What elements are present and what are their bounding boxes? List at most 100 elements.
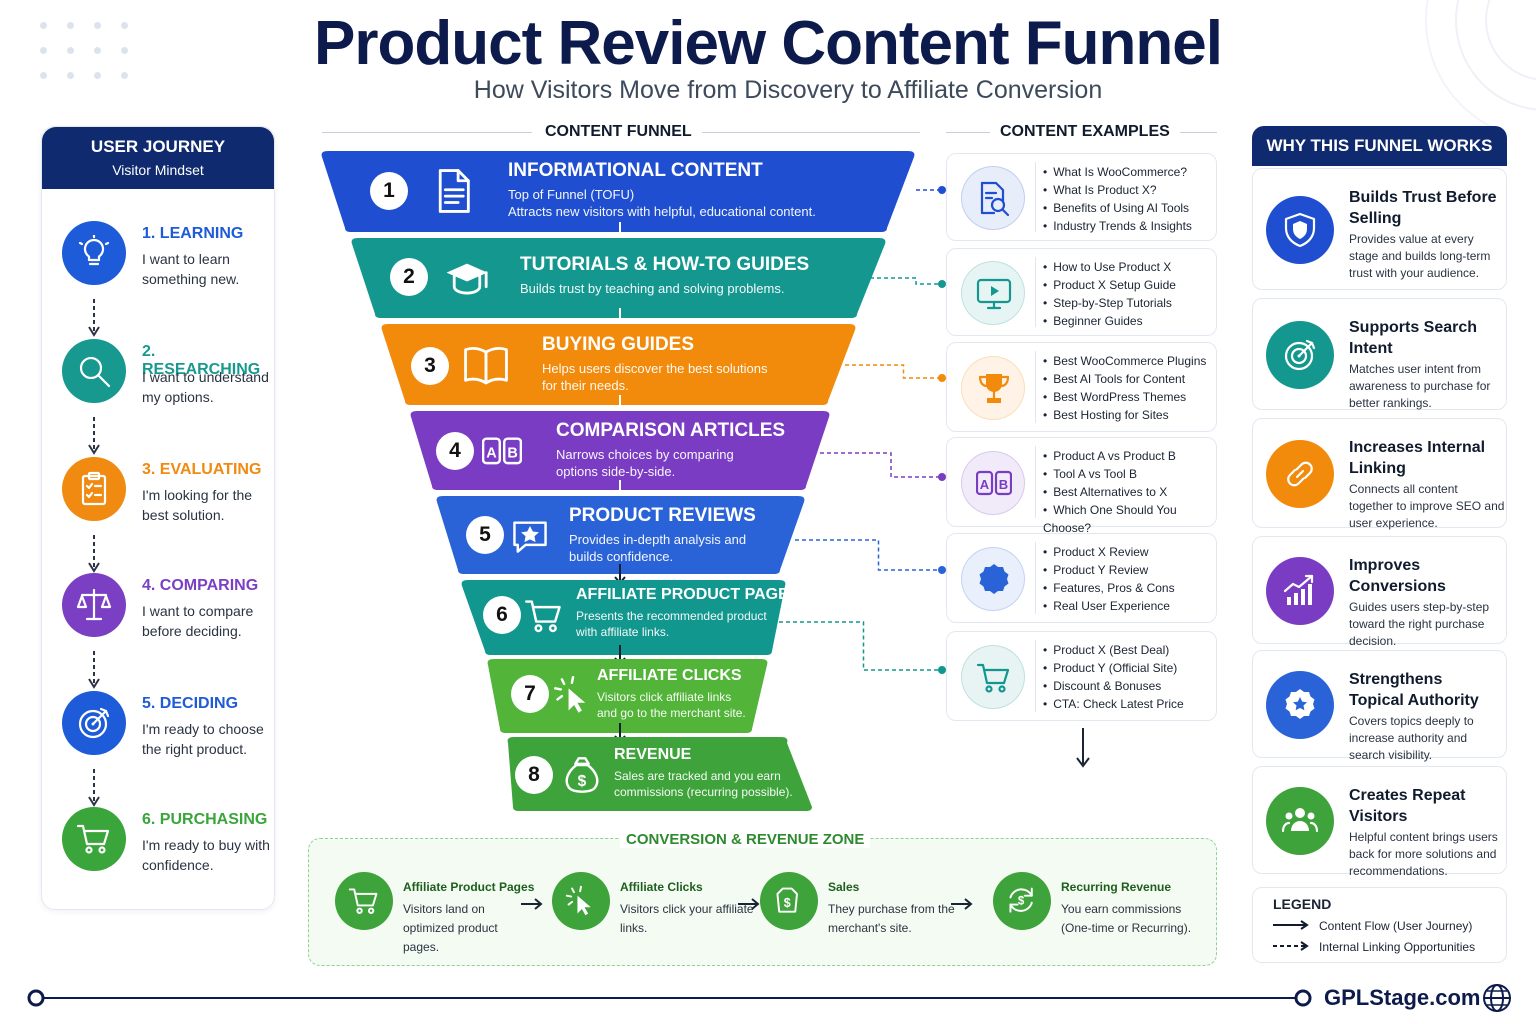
svg-text:A: A bbox=[980, 477, 990, 492]
content-example-item: Industry Trends & Insights bbox=[1043, 217, 1192, 235]
card-separator bbox=[1035, 257, 1036, 327]
chart-growth-icon bbox=[1266, 557, 1334, 625]
funnel-stage-desc-line: Sales are tracked and you earn bbox=[614, 769, 781, 783]
journey-step-text: I'm ready to buy with confidence. bbox=[142, 837, 270, 873]
card-separator bbox=[1035, 542, 1036, 614]
internal-link-connector bbox=[845, 364, 942, 379]
card-separator bbox=[1035, 351, 1036, 423]
decorative-dot bbox=[40, 22, 47, 29]
content-example-card: Product X ReviewProduct Y ReviewFeatures… bbox=[946, 533, 1217, 623]
card-separator bbox=[1035, 446, 1036, 518]
dollar-tag-icon: $ bbox=[760, 872, 818, 930]
content-example-item: Discount & Bonuses bbox=[1043, 677, 1184, 695]
funnel-stage-desc-line: Top of Funnel (TOFU) bbox=[508, 187, 635, 202]
content-example-item: CTA: Check Latest Price bbox=[1043, 695, 1184, 713]
content-example-list: Product A vs Product BTool A vs Tool BBe… bbox=[1043, 447, 1216, 537]
card-separator bbox=[1035, 640, 1036, 712]
funnel-stage-title: PRODUCT REVIEWS bbox=[569, 505, 756, 526]
decorative-dot bbox=[121, 47, 128, 54]
legend-dashed-label: Internal Linking Opportunities bbox=[1319, 940, 1476, 954]
funnel-stage-desc-line: options side-by-side. bbox=[556, 464, 676, 479]
conversion-step-title: Affiliate Product Pages bbox=[403, 880, 535, 894]
funnel-stage-desc-line: Presents the recommended product bbox=[576, 609, 767, 623]
document-icon bbox=[430, 168, 476, 219]
why-card-title: Supports Search Intent bbox=[1349, 319, 1478, 357]
connector-dot bbox=[938, 666, 946, 674]
content-example-card: How to Use Product XProduct X Setup Guid… bbox=[946, 248, 1217, 336]
down-arrow-icon bbox=[86, 765, 102, 814]
down-arrow-icon bbox=[86, 295, 102, 344]
svg-text:B: B bbox=[999, 477, 1008, 492]
journey-step-text: I want to compare before deciding. bbox=[142, 603, 254, 639]
content-example-item: Features, Pros & Cons bbox=[1043, 579, 1174, 597]
conversion-step-title: Sales bbox=[828, 880, 860, 894]
content-example-item: Best WordPress Themes bbox=[1043, 388, 1206, 406]
decorative-dot bbox=[94, 72, 101, 79]
content-example-item: Beginner Guides bbox=[1043, 312, 1176, 330]
internal-link-connector bbox=[820, 452, 942, 478]
content-example-item: Best Alternatives to X bbox=[1043, 483, 1216, 501]
why-card-text: Helpful content brings users back for mo… bbox=[1349, 830, 1498, 878]
star-review-icon bbox=[510, 516, 550, 561]
decorative-arcs bbox=[1425, 0, 1536, 130]
journey-step-label: 3. EVALUATING bbox=[142, 461, 262, 478]
funnel-stage-desc-line: with affiliate links. bbox=[576, 625, 670, 639]
search-document-icon bbox=[961, 166, 1025, 230]
down-arrow-icon bbox=[86, 531, 102, 580]
cursor-click-icon bbox=[553, 675, 593, 720]
funnel-flow-arrow bbox=[614, 645, 626, 666]
user-journey-header: USER JOURNEY Visitor Mindset bbox=[42, 127, 274, 189]
decorative-dot bbox=[67, 22, 74, 29]
users-icon bbox=[1266, 787, 1334, 855]
funnel-stage-title: COMPARISON ARTICLES bbox=[556, 420, 786, 441]
svg-text:$: $ bbox=[578, 773, 587, 790]
svg-text:$: $ bbox=[784, 896, 791, 910]
page-subtitle: How Visitors Move from Discovery to Affi… bbox=[473, 76, 1103, 104]
internal-link-connector bbox=[870, 277, 942, 285]
divider-line bbox=[946, 132, 990, 133]
content-example-item: Product X Review bbox=[1043, 543, 1175, 561]
funnel-flow-arrow bbox=[614, 308, 626, 329]
content-example-item: Real User Experience bbox=[1043, 597, 1175, 615]
funnel-stage-desc-line: Builds trust by teaching and solving pro… bbox=[520, 281, 785, 296]
magnifier-icon bbox=[62, 339, 126, 403]
content-example-card: What Is WooCommerce?What Is Product X?Be… bbox=[946, 153, 1217, 241]
divider-line bbox=[700, 132, 920, 133]
cart-icon bbox=[62, 807, 126, 871]
star-badge-icon bbox=[961, 547, 1025, 611]
divider-line bbox=[322, 132, 532, 133]
conversion-zone-title: CONVERSION & REVENUE ZONE bbox=[620, 831, 871, 848]
cart-icon bbox=[335, 872, 393, 930]
content-example-item: Product X Setup Guide bbox=[1043, 276, 1176, 294]
conversion-step-text: Visitors click your affiliate links. bbox=[620, 902, 754, 935]
funnel-stage-desc-line: builds confidence. bbox=[569, 549, 674, 564]
funnel-stage-number: 1 bbox=[370, 172, 408, 210]
content-example-card: AB Product A vs Product BTool A vs Tool B… bbox=[946, 437, 1217, 535]
funnel-stage-number: 8 bbox=[515, 756, 553, 794]
journey-step-label: 1. LEARNING bbox=[142, 225, 244, 242]
svg-text:$: $ bbox=[1018, 896, 1025, 908]
journey-step-label: 4. COMPARING bbox=[142, 577, 259, 594]
decorative-dot bbox=[67, 47, 74, 54]
content-example-item: Product Y Review bbox=[1043, 561, 1175, 579]
legend-solid-label: Content Flow (User Journey) bbox=[1319, 919, 1473, 933]
scale-icon bbox=[62, 573, 126, 637]
funnel-stage-desc-line: Visitors click affiliate links bbox=[597, 690, 732, 704]
target-icon bbox=[1266, 321, 1334, 389]
funnel-stage-desc-line: Attracts new visitors with helpful, educ… bbox=[508, 204, 816, 219]
cart-icon bbox=[961, 645, 1025, 709]
globe-icon bbox=[1483, 984, 1511, 1012]
money-bag-icon: $ bbox=[562, 755, 602, 800]
